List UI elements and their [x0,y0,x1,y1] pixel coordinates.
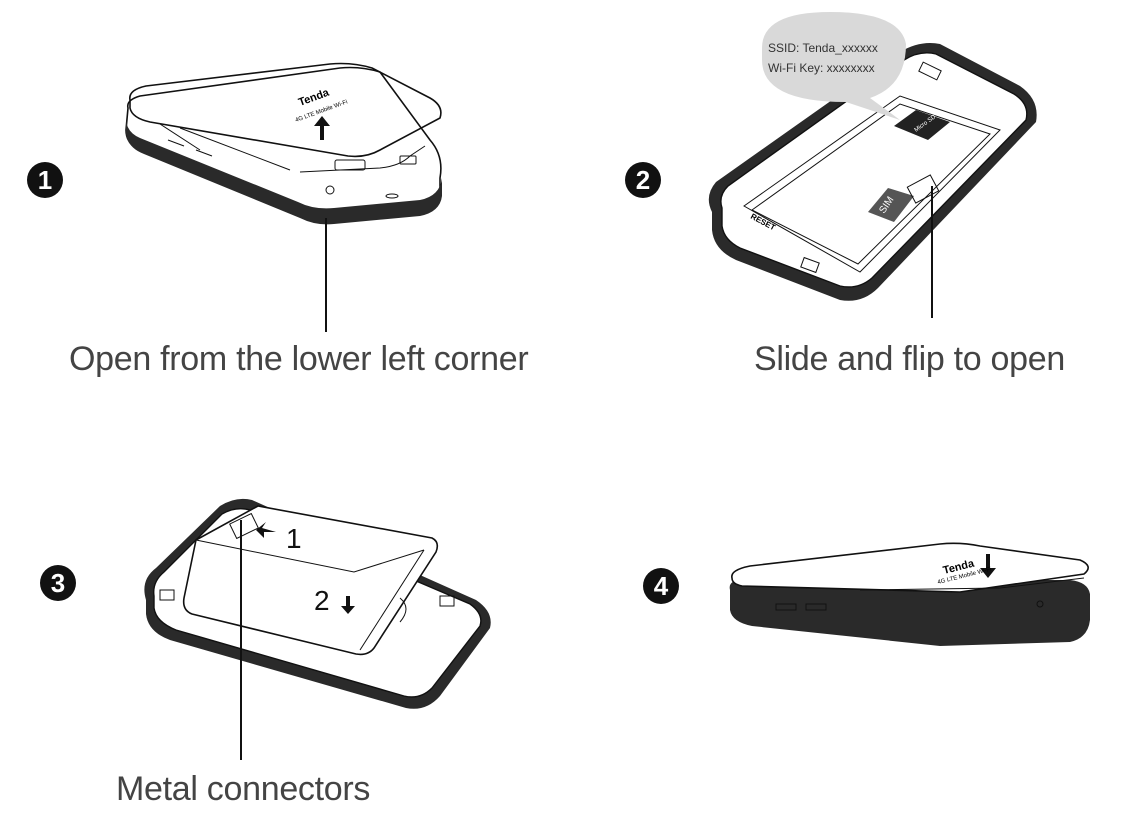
back-cover [731,542,1089,593]
step-2-badge: 2 [625,162,661,198]
bubble-wifi-key: Wi-Fi Key: xxxxxxxx [768,61,875,75]
step-4-badge: 4 [643,568,679,604]
step-3-caption: Metal connectors [116,770,371,808]
insert-arrow-1 [256,522,276,538]
arrow-2-label: 2 [314,585,330,616]
bubble-ssid: SSID: Tenda_xxxxxx [768,41,878,55]
step-1-caption: Open from the lower left corner [69,340,529,378]
microsd-card [894,110,950,140]
step-2-caption: Slide and flip to open [754,340,1065,378]
label-bubble [762,12,906,120]
step-3-badge: 3 [40,565,76,601]
sim-card [868,188,914,222]
back-cover [129,62,442,158]
step-1-badge: 1 [27,162,63,198]
battery [182,505,439,656]
press-arrow-2 [341,596,355,614]
device-body [729,580,1090,646]
lift-arrow [314,116,330,140]
device-bezel-band [126,118,442,225]
press-arrow [980,554,996,578]
arrow-1-label: 1 [286,523,302,554]
